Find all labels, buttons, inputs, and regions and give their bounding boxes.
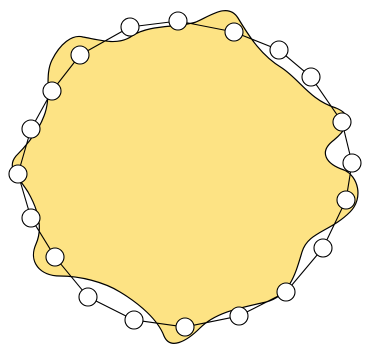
- ring-connector: [344, 131, 350, 155]
- ring-node: [121, 18, 139, 36]
- ring-node: [79, 288, 97, 306]
- ring-node: [46, 248, 64, 266]
- ring-node: [169, 12, 187, 30]
- ring-connector: [139, 22, 169, 26]
- ring-node: [125, 311, 143, 329]
- ring-connector: [96, 301, 126, 316]
- ring-node: [314, 239, 332, 257]
- ring-node: [343, 154, 361, 172]
- ring-node: [71, 46, 89, 64]
- ring-node: [302, 68, 320, 86]
- ring-node: [225, 23, 243, 41]
- ring-node: [337, 191, 355, 209]
- ring-node: [277, 283, 295, 301]
- ring-connector: [286, 56, 304, 71]
- ring-node: [230, 307, 248, 325]
- ring-node: [176, 318, 194, 336]
- ring-node: [333, 113, 351, 131]
- ring-node: [43, 82, 61, 100]
- ring-node: [270, 41, 288, 59]
- ring-node: [9, 165, 27, 183]
- ring-node: [22, 120, 40, 138]
- yellow-blob-shape: [12, 11, 358, 344]
- ring-node: [22, 209, 40, 227]
